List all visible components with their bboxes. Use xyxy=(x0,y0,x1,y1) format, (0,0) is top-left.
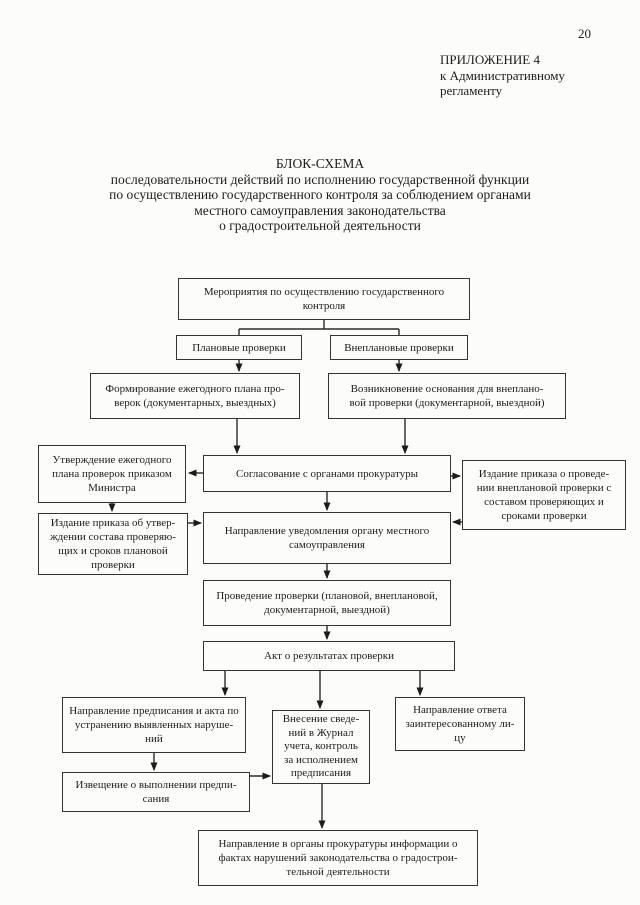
title-line: БЛОК-СХЕМА xyxy=(275,156,365,171)
flow-box-send-prescription: Направление предписания и акта по устран… xyxy=(62,697,246,753)
title-line: последовательности действий по исполнени… xyxy=(110,171,530,187)
flow-box-fulfillment-notice: Извещение о выполнении предпи- сания xyxy=(62,772,250,812)
flow-box-state-control-measures: Мероприятия по осуществлению государстве… xyxy=(178,278,470,320)
appendix-line: регламенту xyxy=(440,83,503,98)
appendix-line: к Административному xyxy=(440,67,565,83)
title-line: по осуществлению государственного контро… xyxy=(109,187,531,202)
title-line: о градостроительной деятельности xyxy=(219,218,421,233)
flow-box-unplanned-inspections: Внеплановые проверки xyxy=(330,335,468,360)
flow-box-answer-interested-person: Направление ответа заинтересованному ли-… xyxy=(395,697,525,751)
flow-box-prosecutor-coordination: Согласование с органами прокуратуры xyxy=(203,455,451,492)
flow-box-planned-order: Издание приказа об утвер- ждении состава… xyxy=(38,513,188,575)
flow-box-planned-inspections: Плановые проверки xyxy=(176,335,302,360)
flow-box-conduct-inspection: Проведение проверки (плановой, внепланов… xyxy=(203,580,451,626)
flow-box-inspection-act: Акт о результатах проверки xyxy=(203,641,455,671)
flow-box-journal-entry: Внесение сведе- ний в Журнал учета, конт… xyxy=(272,710,370,784)
title-line: местного самоуправления законодательства xyxy=(194,202,446,218)
flow-box-plan-approval: Утверждение ежегодного плана проверок пр… xyxy=(38,445,186,503)
flow-box-unplanned-order: Издание приказа о проведе- нии внепланов… xyxy=(462,460,626,530)
flow-box-prosecutor-information: Направление в органы прокуратуры информа… xyxy=(198,830,478,886)
document-title: БЛОК-СХЕМА последовательности действий п… xyxy=(30,156,610,234)
flow-box-notification: Направление уведомления органу местного … xyxy=(203,512,451,564)
page-number: 20 xyxy=(578,26,591,41)
appendix-heading: ПРИЛОЖЕНИЕ 4 к Административному регламе… xyxy=(440,52,630,99)
flow-box-annual-plan-formation: Формирование ежегодного плана про- верок… xyxy=(90,373,300,419)
flow-box-unplanned-basis: Возникновение основания для внеплано- во… xyxy=(328,373,566,419)
appendix-line: ПРИЛОЖЕНИЕ 4 xyxy=(440,52,540,67)
